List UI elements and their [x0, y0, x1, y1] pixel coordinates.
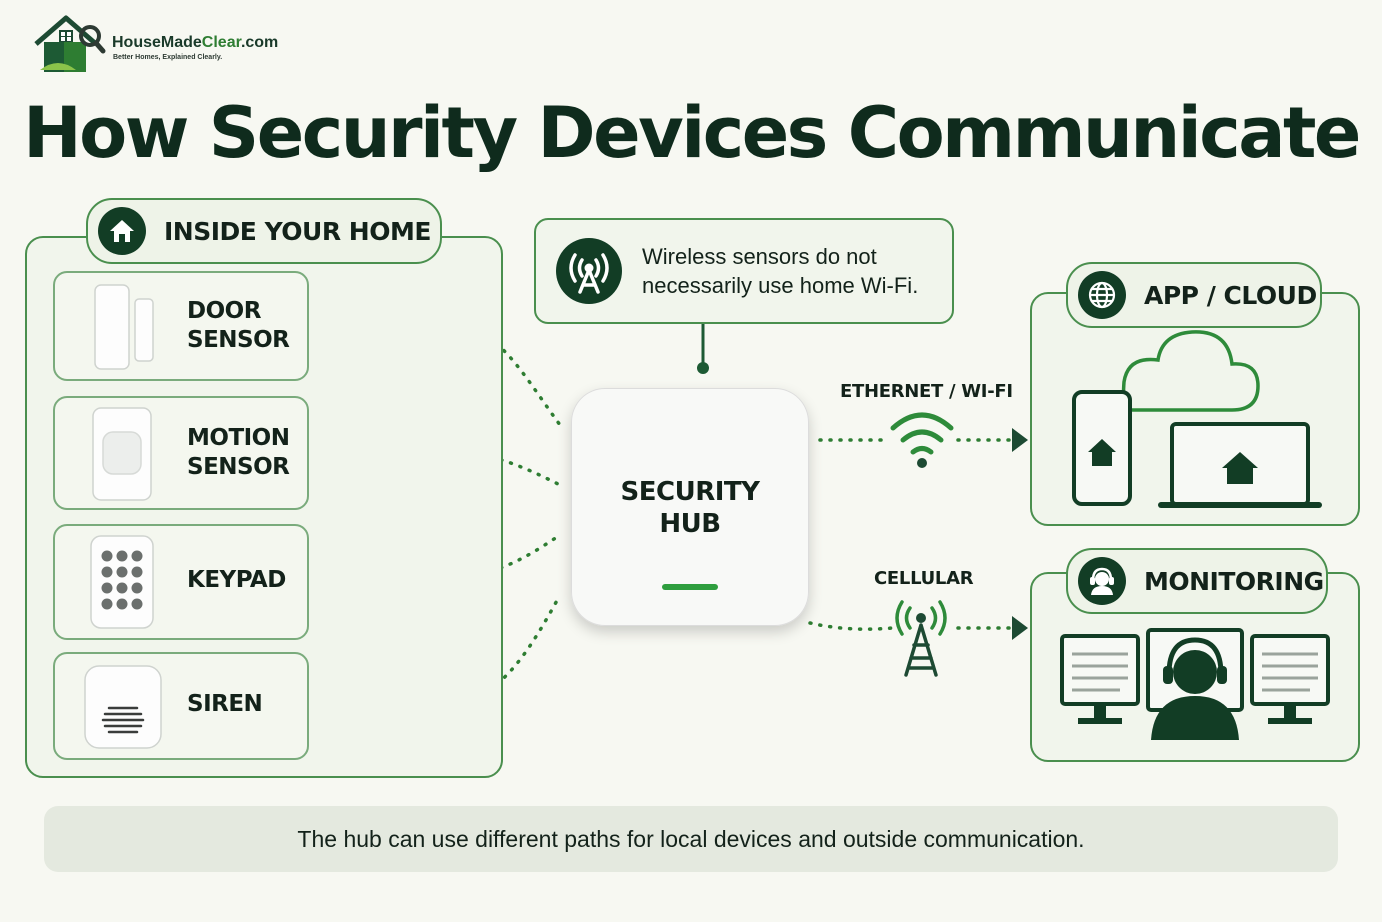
footer-banner: The hub can use different paths for loca…	[44, 806, 1338, 872]
note-line: Wireless sensors do not	[642, 244, 877, 269]
wifi-note-callout: Wireless sensors do not necessarily use …	[534, 218, 954, 324]
monitoring-label: MONITORING	[1144, 566, 1324, 596]
device-label: KEYPAD	[187, 566, 286, 595]
device-label-line: MOTION	[187, 425, 290, 451]
note-badge	[556, 238, 622, 304]
monitoring-tab: MONITORING	[1066, 548, 1328, 614]
house-magnifier-icon	[34, 15, 106, 72]
cellular-label: CELLULAR	[874, 568, 974, 589]
page-title: How Security Devices Communicate	[23, 92, 1361, 174]
device-label: MOTION SENSOR	[187, 424, 290, 482]
app-cloud-label: APP / CLOUD	[1144, 280, 1317, 310]
device-label-line: KEYPAD	[187, 567, 286, 593]
inside-home-label: INSIDE YOUR HOME	[164, 216, 431, 246]
wifi-icon	[890, 412, 954, 455]
device-card-keypad: KEYPAD	[53, 524, 309, 640]
laptop-icon	[1158, 422, 1322, 508]
monitor-icon	[1250, 634, 1330, 724]
device-card-siren: SIREN	[53, 652, 309, 760]
door-sensor-link	[370, 321, 562, 427]
device-label: SIREN	[187, 690, 263, 719]
hub-status-light	[662, 584, 718, 590]
app-cloud-tab: APP / CLOUD	[1066, 262, 1322, 328]
brand-logo	[32, 14, 332, 76]
brand-tagline: Better Homes, Explained Clearly.	[113, 54, 223, 61]
device-card-door-sensor: DOOR SENSOR	[53, 271, 309, 381]
note-line: necessarily use home Wi-Fi.	[642, 273, 919, 298]
cloud-device-illustration	[1072, 330, 1322, 508]
motion-sensor-icon	[92, 407, 152, 501]
globe-icon	[1088, 281, 1116, 309]
tab-badge	[1078, 271, 1126, 319]
ethernet-wifi-label: ETHERNET / WI-FI	[840, 381, 1013, 402]
brand-name-accent: Clear	[201, 34, 241, 51]
headset-icon	[1090, 567, 1114, 595]
hub-label-line: HUB	[659, 509, 721, 539]
tab-badge	[98, 207, 146, 255]
note-text: Wireless sensors do not necessarily use …	[642, 242, 918, 300]
app-cloud-panel	[1030, 292, 1360, 526]
tab-badge	[1078, 557, 1126, 605]
home-icon	[110, 220, 134, 242]
monitoring-arrow-head	[1012, 616, 1028, 640]
device-card-motion-sensor: MOTION SENSOR	[53, 396, 309, 510]
hub-label-line: SECURITY	[620, 477, 760, 507]
device-label: DOOR SENSOR	[187, 297, 290, 355]
device-label-line: SENSOR	[187, 327, 290, 353]
brand-name-suffix: .com	[240, 34, 279, 51]
device-label-line: DOOR	[187, 298, 261, 324]
antenna-icon	[569, 253, 609, 294]
cellular-link-left	[808, 621, 894, 631]
keypad-icon	[90, 535, 154, 629]
app-arrow-head	[1012, 428, 1028, 452]
phone-icon	[1072, 390, 1132, 506]
brand-name: HouseMadeClear.com	[112, 34, 278, 52]
cloud-icon	[1121, 330, 1260, 412]
cell-tower-icon	[904, 623, 938, 677]
operator-icon	[1151, 637, 1239, 740]
inside-home-tab: INSIDE YOUR HOME	[86, 198, 442, 264]
monitor-icon	[1060, 634, 1140, 724]
monitoring-illustration	[1060, 628, 1330, 740]
device-label-line: SENSOR	[187, 454, 290, 480]
door-sensor-icon	[94, 284, 154, 370]
hub-label: SECURITY HUB	[571, 476, 809, 540]
device-label-line: SIREN	[187, 691, 263, 717]
brand-name-part: HouseMade	[112, 34, 202, 51]
siren-icon	[84, 665, 162, 749]
security-hub: SECURITY HUB	[571, 388, 809, 626]
footer-text: The hub can use different paths for loca…	[297, 825, 1085, 852]
motion-sensor-link	[370, 448, 562, 487]
